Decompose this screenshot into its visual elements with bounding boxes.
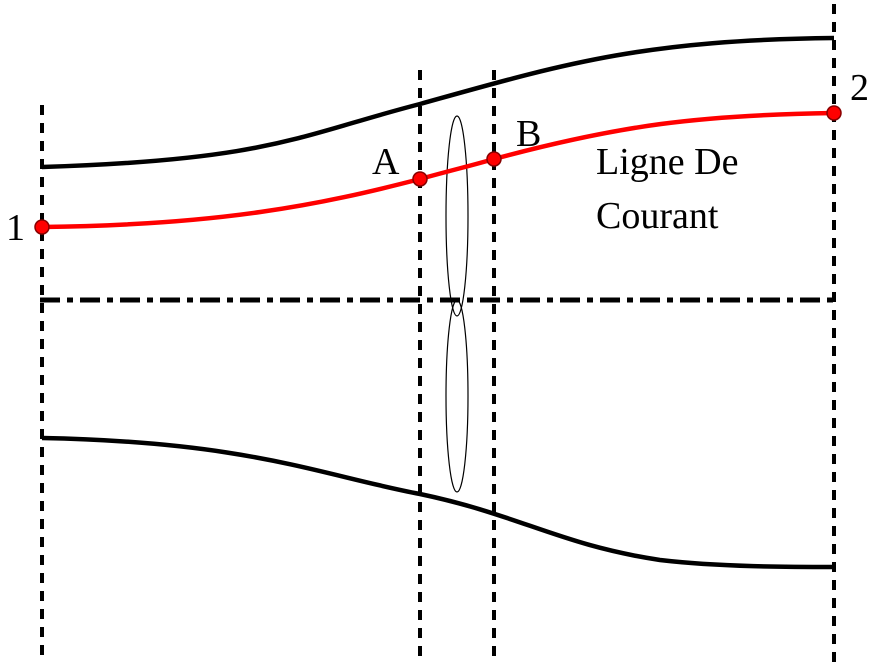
streamline xyxy=(41,110,835,230)
point-a-marker xyxy=(412,171,428,187)
label-point-2: 2 xyxy=(850,67,869,109)
point-2-marker xyxy=(826,105,842,121)
upper-streamtube-boundary xyxy=(41,35,835,170)
label-point-a: A xyxy=(372,141,400,183)
label-point-1: 1 xyxy=(6,207,25,249)
rotor-blade-upper xyxy=(445,115,469,317)
label-point-b: B xyxy=(516,113,541,155)
point-b-marker xyxy=(486,151,502,167)
point-1-marker xyxy=(34,219,50,235)
rotor-blade-lower xyxy=(445,299,469,493)
lower-streamtube-boundary xyxy=(41,435,835,570)
label-streamline-line2: Courant xyxy=(596,195,719,237)
label-streamline-line1: Ligne De xyxy=(596,141,738,183)
